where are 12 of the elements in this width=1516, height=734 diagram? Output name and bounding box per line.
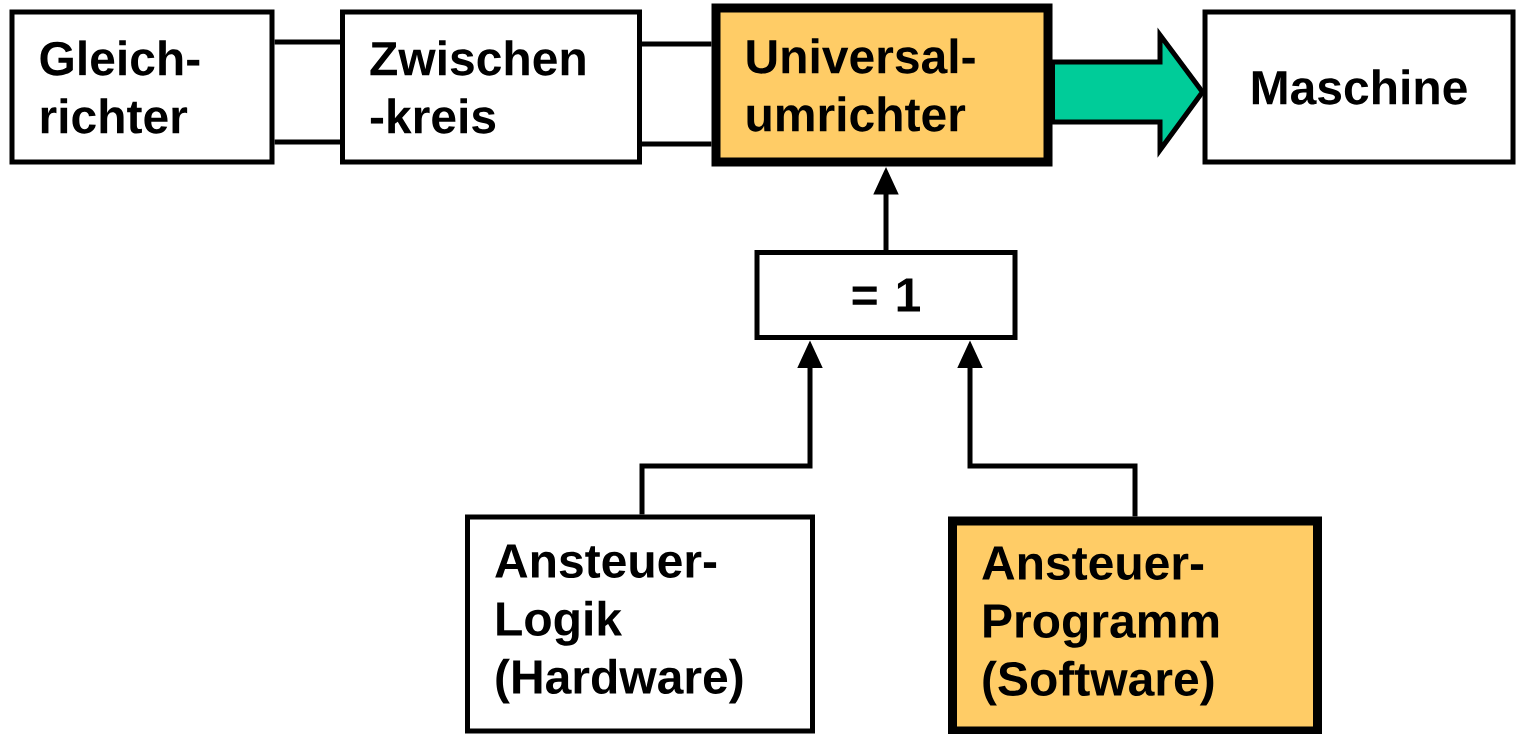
connector-line: [274, 39, 340, 45]
process-box: Maschine: [1202, 9, 1516, 165]
highlighted-box: Universal- umrichter: [711, 3, 1053, 167]
process-box: = 1: [754, 250, 1018, 340]
connector-line: [274, 139, 340, 145]
block-arrow: [1050, 27, 1206, 158]
highlighted-box: Ansteuer- Programm (Software): [948, 516, 1322, 734]
connector-line: [642, 141, 712, 147]
process-box: Zwischen -kreis: [340, 9, 642, 165]
process-box: Gleich- richter: [9, 9, 275, 165]
process-box: Ansteuer- Logik (Hardware): [465, 514, 815, 734]
connector-line: [642, 41, 712, 47]
